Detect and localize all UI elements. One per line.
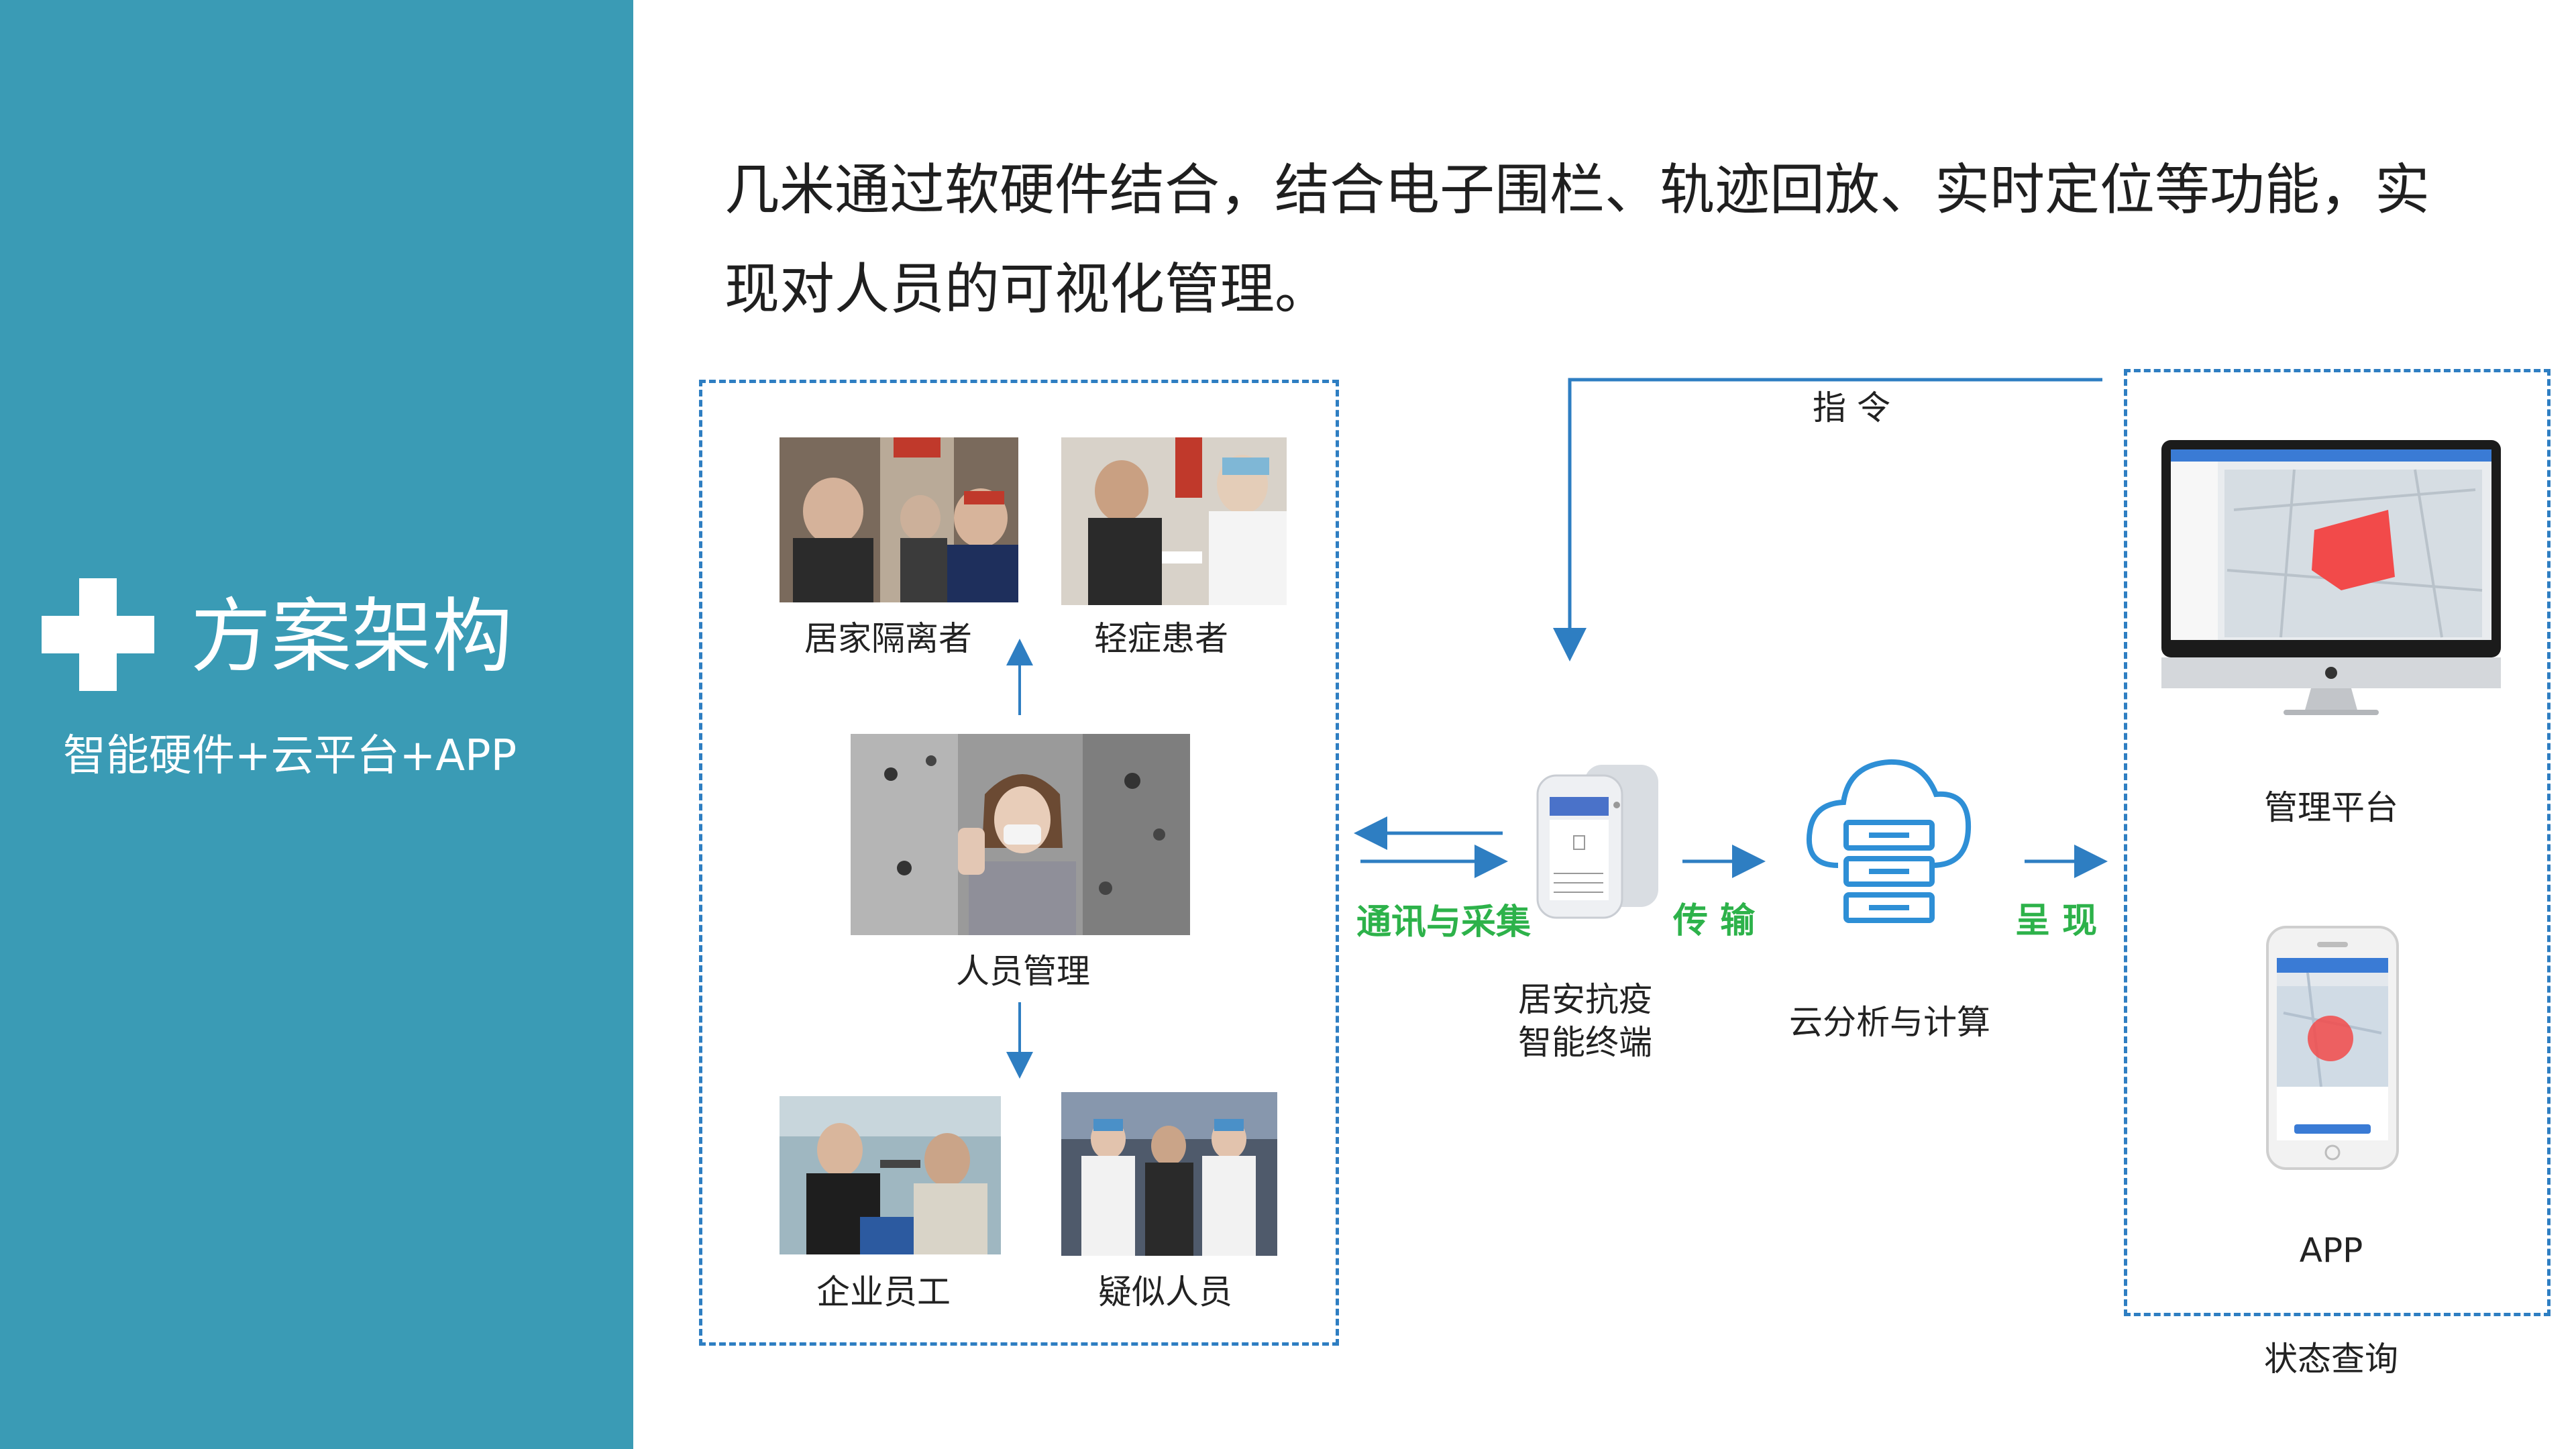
label-management-platform: 管理平台 xyxy=(2264,788,2398,827)
smart-terminal-icon xyxy=(1536,765,1658,919)
label-app: APP xyxy=(2299,1231,2363,1270)
people-group-box xyxy=(699,380,1339,1346)
platform-group-box xyxy=(2124,369,2551,1316)
label-communication: 通讯与采集 xyxy=(1356,902,1532,943)
label-status-query: 状态查询 xyxy=(2264,1340,2398,1379)
photo-mild-patient xyxy=(1061,437,1287,605)
sidebar-subtitle: 智能硬件+云平台+APP xyxy=(63,731,517,781)
headline-text: 几米通过软硬件结合，结合电子围栏、轨迹回放、实时定位等功能，实现对人员的可视化管… xyxy=(724,158,2430,321)
label-suspected-person: 疑似人员 xyxy=(1098,1273,1232,1311)
label-present: 呈 现 xyxy=(2015,901,2098,941)
photo-employee xyxy=(780,1096,1001,1254)
photo-home-quarantine xyxy=(780,437,1018,602)
label-device-line2: 智能终端 xyxy=(1518,1023,1652,1062)
label-command: 指 令 xyxy=(1813,388,1890,427)
sidebar-title: 方案架构 xyxy=(191,590,513,684)
plus-icon xyxy=(42,578,154,691)
label-transmit: 传 输 xyxy=(1673,901,1756,941)
label-device-line1: 居安抗疫 xyxy=(1518,980,1652,1019)
label-mild-patient: 轻症患者 xyxy=(1094,619,1228,658)
label-cloud: 云分析与计算 xyxy=(1789,1003,1990,1042)
label-employee: 企业员工 xyxy=(816,1273,951,1311)
sidebar-panel xyxy=(0,0,633,1449)
label-home-quarantine: 居家隔离者 xyxy=(804,619,972,658)
photo-suspected-person xyxy=(1061,1092,1277,1256)
label-people-management: 人员管理 xyxy=(956,952,1090,991)
photo-people-management xyxy=(851,734,1190,935)
cloud-server-icon xyxy=(1806,759,1972,923)
